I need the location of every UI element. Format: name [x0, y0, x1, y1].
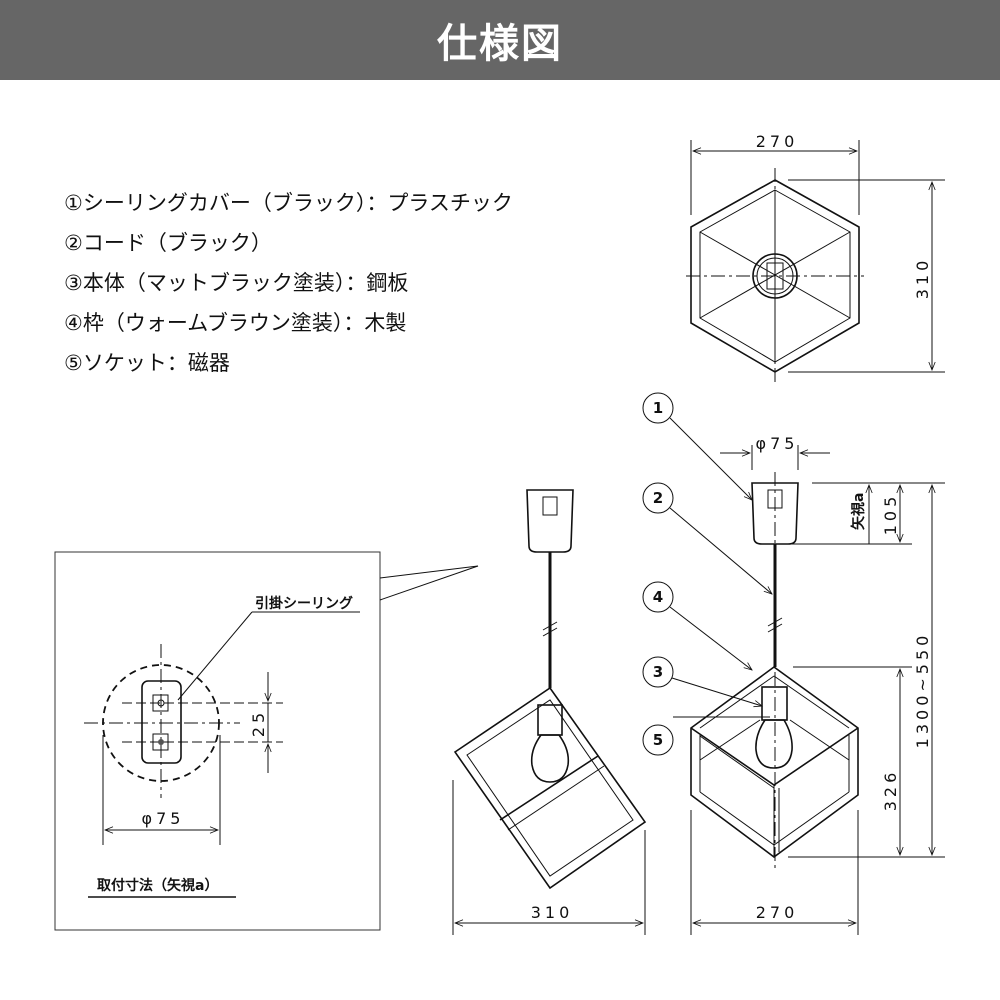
callout-4: 4	[642, 581, 752, 670]
svg-text:3: 3	[653, 663, 663, 681]
callout-5: 5	[642, 716, 770, 756]
ceiling-label: 引掛シーリング	[255, 595, 353, 612]
svg-text:5: 5	[653, 731, 663, 749]
header-bar: 仕様図	[0, 0, 1000, 80]
spec-item: ④枠（ウォームブラウン塗装）：木製	[64, 311, 407, 335]
canopy-height-dim: 105	[881, 493, 900, 536]
spec-item: ②コード（ブラック）	[64, 231, 272, 255]
spec-list: ①シーリングカバー（ブラック）：プラスチック ②コード（ブラック） ③本体（マッ…	[64, 186, 513, 386]
callout-2: 2	[642, 482, 772, 594]
mounting-detail: 25 φ75 引掛シーリング 取付寸法（矢視a）	[54, 551, 479, 931]
callout-1: 1	[642, 392, 752, 500]
diameter-dim: φ75	[142, 809, 185, 828]
top-width-dim: 270	[756, 132, 799, 151]
page-title: 仕様図	[437, 21, 563, 67]
svg-text:2: 2	[653, 489, 663, 507]
top-depth-dim: 310	[913, 257, 932, 300]
side-width-dim: 310	[531, 903, 574, 922]
spec-item: ①シーリングカバー（ブラック）：プラスチック	[64, 191, 513, 215]
front-view: φ75 矢視a 105 1300~550 326 270 1 2 4 3	[642, 392, 945, 935]
front-width-dim: 270	[756, 903, 799, 922]
total-length-dim: 1300~550	[913, 632, 932, 749]
svg-text:1: 1	[653, 399, 663, 417]
side-view: 310	[452, 489, 647, 935]
bulb	[755, 719, 793, 769]
callout-3: 3	[642, 656, 762, 706]
svg-text:4: 4	[653, 588, 663, 606]
pitch-dim: 25	[249, 709, 268, 737]
top-view: 270 310	[686, 132, 945, 382]
detail-caption: 取付寸法（矢視a）	[97, 877, 218, 894]
spec-item: ③本体（マットブラック塗装）：鋼板	[64, 271, 409, 295]
canopy-dim: φ75	[756, 434, 799, 453]
spec-item: ⑤ソケット：磁器	[64, 351, 230, 375]
view-arrow-label: 矢視a	[850, 493, 867, 530]
body-height-dim: 326	[881, 769, 900, 812]
